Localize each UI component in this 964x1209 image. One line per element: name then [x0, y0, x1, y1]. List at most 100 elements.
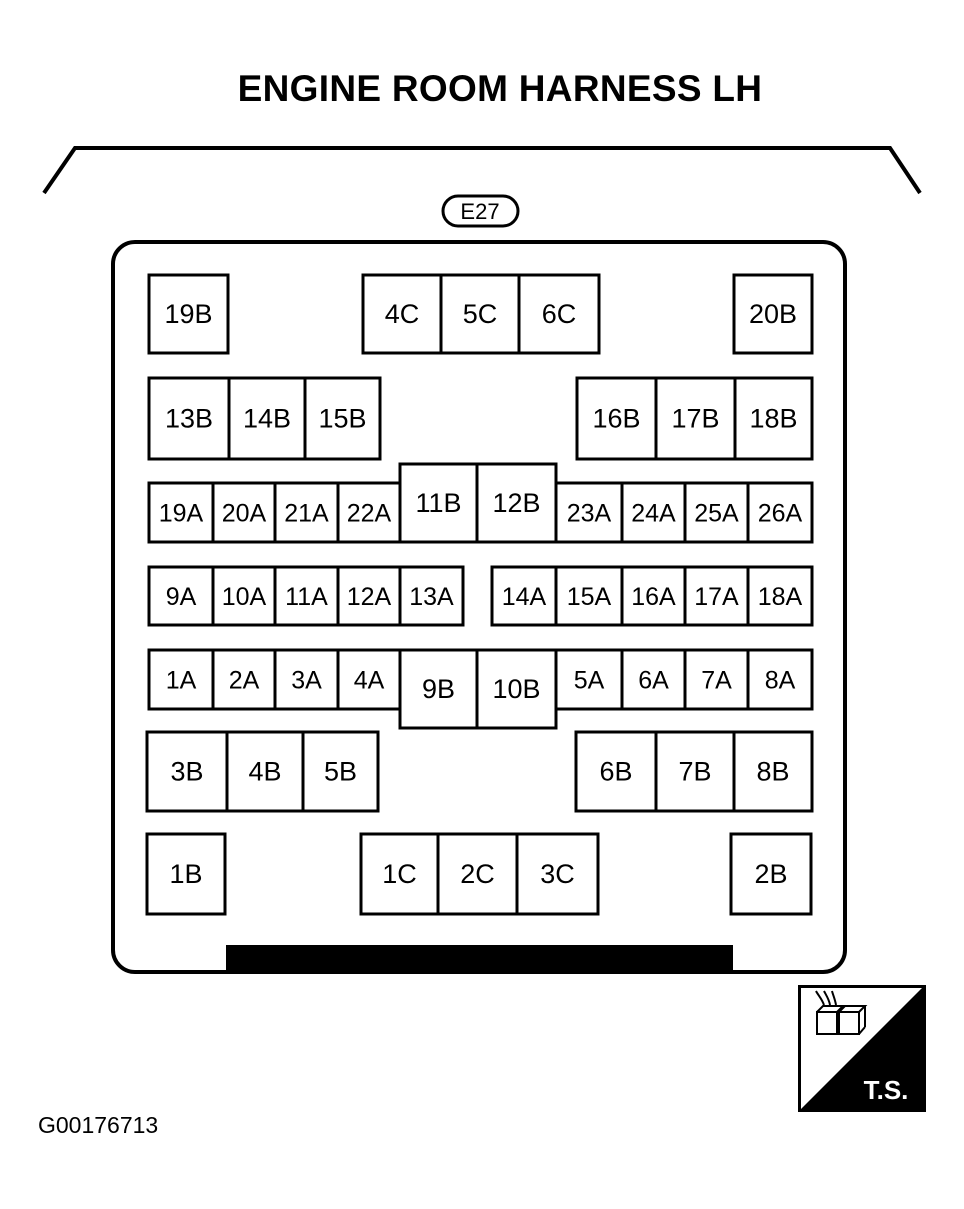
- cavity-box: [732, 273, 814, 355]
- connector-id: E27: [460, 199, 499, 224]
- cavity-label: 12A: [347, 583, 392, 611]
- cavity: 3C: [515, 832, 600, 916]
- cavity-label: 3A: [291, 667, 322, 695]
- cavity-box: [746, 481, 814, 544]
- cavity-box: [398, 565, 465, 627]
- cavity-box: [732, 730, 814, 813]
- cavity-label: 6A: [638, 667, 669, 695]
- cavity-label: 14B: [243, 404, 291, 434]
- cavity: 26A: [746, 481, 814, 544]
- figure-code: G00176713: [38, 1112, 159, 1138]
- cavity-box: [729, 832, 813, 916]
- cavity: 2C: [436, 832, 519, 916]
- cavity-box: [746, 565, 814, 627]
- cavity-label: 16A: [631, 583, 676, 611]
- cavity-label: 5B: [324, 757, 357, 787]
- cavity-label: 4C: [385, 299, 420, 329]
- cavity-label: 8B: [756, 757, 789, 787]
- cavity: 13A: [398, 565, 465, 627]
- cavity-box: [554, 648, 624, 711]
- cavity-label: 11A: [285, 583, 328, 611]
- connector-id-oval: [441, 194, 520, 228]
- cavity: 22A: [336, 481, 402, 544]
- cavity-label: 20A: [222, 500, 267, 528]
- cavity: 14B: [227, 376, 307, 461]
- cavity-box: [746, 648, 814, 711]
- cavity-box: [398, 648, 479, 730]
- cavity-label: 19A: [159, 500, 204, 528]
- cavity: 9B: [398, 648, 479, 730]
- cavity: 1A: [147, 648, 215, 711]
- cavity: 17B: [654, 376, 737, 461]
- cavity: 19A: [147, 481, 215, 544]
- cavity-box: [301, 730, 380, 813]
- cavity-box: [147, 565, 215, 627]
- cavity-label: 9A: [166, 583, 197, 611]
- cavity-label: 5C: [463, 299, 498, 329]
- cavity: 6B: [574, 730, 658, 813]
- cavity-box: [683, 481, 750, 544]
- cavity: 8A: [746, 648, 814, 711]
- cavity-box: [683, 565, 750, 627]
- cavity-label: 26A: [758, 500, 803, 528]
- cavity-box: [554, 481, 624, 544]
- cavity: 19B: [147, 273, 230, 355]
- cavity: 23A: [554, 481, 624, 544]
- cavity: 2B: [729, 832, 813, 916]
- cavity-box: [436, 832, 519, 916]
- cavity: 14A: [490, 565, 558, 627]
- cavity: 5B: [301, 730, 380, 813]
- cavity: 20B: [732, 273, 814, 355]
- cavity: 20A: [211, 481, 277, 544]
- cavity-box: [273, 481, 340, 544]
- harness-outline: [42, 146, 922, 195]
- cavity-label: 1C: [382, 859, 417, 889]
- cavity-box: [227, 376, 307, 461]
- cavity: 10B: [475, 648, 558, 730]
- cavity-label: 15A: [567, 583, 612, 611]
- cavity: 15B: [303, 376, 382, 461]
- cavity-label: 7A: [701, 667, 732, 695]
- cavity-box: [145, 730, 229, 813]
- cavity: 24A: [620, 481, 687, 544]
- cavity-label: 14A: [502, 583, 547, 611]
- cavity-label: 2B: [754, 859, 787, 889]
- cavity: 5A: [554, 648, 624, 711]
- cavity-label: 9B: [422, 674, 455, 704]
- cavity-box: [145, 832, 227, 916]
- cavity-box: [211, 481, 277, 544]
- cavity-label: 22A: [347, 500, 392, 528]
- cavity-box: [620, 648, 687, 711]
- cavity: 15A: [554, 565, 624, 627]
- cavity-label: 6B: [599, 757, 632, 787]
- cavity: 11B: [398, 462, 479, 544]
- cavity-label: 23A: [567, 500, 612, 528]
- cavity-label: 8A: [765, 667, 796, 695]
- connector-icon: [815, 990, 868, 1035]
- cavity-box: [654, 730, 736, 813]
- cavity-label: 15B: [318, 404, 366, 434]
- cavity-label: 4B: [248, 757, 281, 787]
- cavity: 8B: [732, 730, 814, 813]
- cavity: 6A: [620, 648, 687, 711]
- cavity-label: 18A: [758, 583, 803, 611]
- cavity-box: [490, 565, 558, 627]
- cavity-label: 13B: [165, 404, 213, 434]
- cavity: 6C: [517, 273, 601, 355]
- cavity-box: [273, 565, 340, 627]
- cavity: 16B: [575, 376, 658, 461]
- cavity-box: [336, 648, 402, 711]
- cavity: 13B: [147, 376, 231, 461]
- cavity: 12B: [475, 462, 558, 544]
- cavity: 5C: [439, 273, 521, 355]
- cavity: 11A: [273, 565, 340, 627]
- cavity-label: 1B: [169, 859, 202, 889]
- cavity-label: 20B: [749, 299, 797, 329]
- cavity-label: 3C: [540, 859, 575, 889]
- cavity: 1C: [359, 832, 440, 916]
- cavity: 25A: [683, 481, 750, 544]
- cavity-box: [574, 730, 658, 813]
- cavity-label: 4A: [354, 667, 385, 695]
- cavity-box: [517, 273, 601, 355]
- cavity: 7B: [654, 730, 736, 813]
